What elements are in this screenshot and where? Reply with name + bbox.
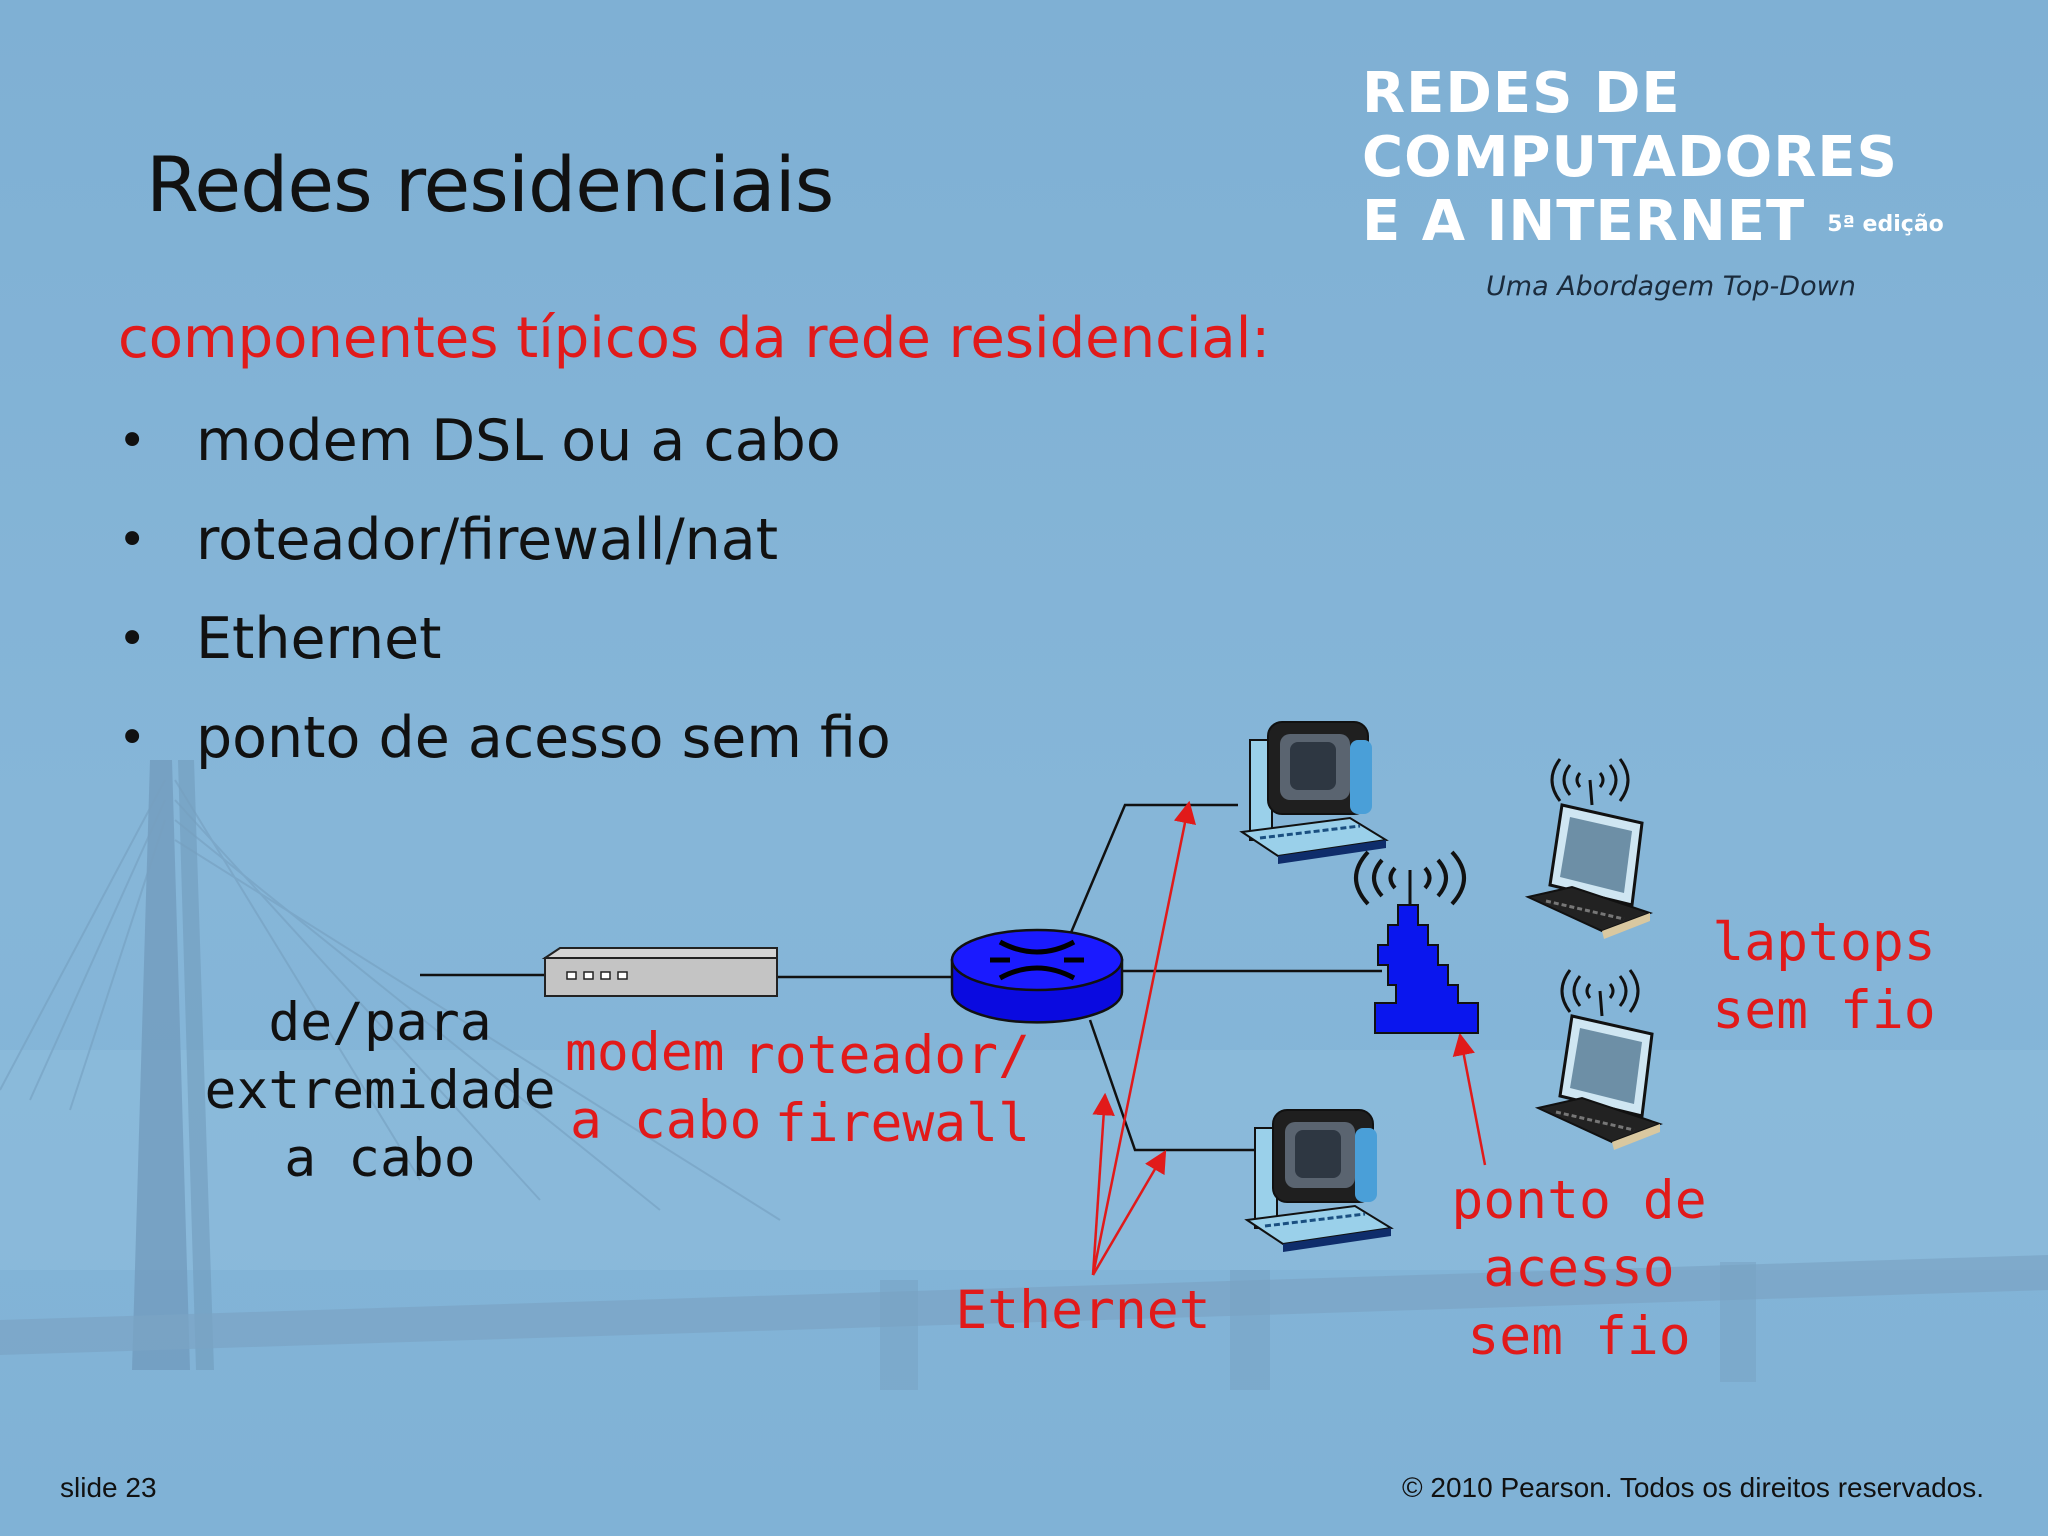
desktop-computer-icon <box>1239 721 1389 864</box>
ethernet-arrow-2 <box>1091 1092 1115 1276</box>
laptop-icon <box>1524 758 1653 939</box>
ethernet-label: Ethernet <box>955 1280 1210 1341</box>
ethernet-arrow-1 <box>1091 800 1196 1276</box>
ap-label-line-2: acesso <box>1483 1238 1674 1299</box>
list-item-text: Ethernet <box>196 606 442 672</box>
ethernet-arrow-3 <box>1091 1150 1167 1276</box>
ap-arrow <box>1452 1032 1487 1166</box>
logo-subtitle: Uma Abordagem Top-Down <box>1486 270 1856 302</box>
list-item: • modem DSL ou a cabo <box>118 392 891 491</box>
bullet-icon: • <box>118 512 147 568</box>
list-item-text: ponto de acesso sem fio <box>196 705 891 771</box>
logo-edition: 5ª edição <box>1827 211 1944 237</box>
cable-label-line-3: a cabo <box>284 1128 475 1189</box>
list-item: • ponto de acesso sem fio <box>118 689 891 788</box>
network-links <box>420 803 1382 1152</box>
desktop-computer-icon <box>1244 1109 1394 1252</box>
cable-modem-icon <box>541 947 778 997</box>
copyright-notice: © 2010 Pearson. Todos os direitos reserv… <box>1402 1472 1984 1503</box>
bullet-icon: • <box>118 710 147 766</box>
wireless-access-point-icon <box>1354 850 1479 1034</box>
slide-number: slide 23 <box>60 1472 157 1503</box>
logo-line-3: E A INTERNET 5ª edição <box>1362 190 2002 257</box>
diagram-labels: de/para extremidade a cabo modem a cabo … <box>205 912 1936 1367</box>
list-item-text: roteador/firewall/nat <box>196 507 779 573</box>
laptops-label-line-1: laptops <box>1712 912 1935 973</box>
bullet-icon: • <box>118 413 147 469</box>
book-logo: REDES DE COMPUTADORES E A INTERNET 5ª edi… <box>1362 62 2002 302</box>
modem-label-line-1: modem <box>565 1022 725 1083</box>
laptop-icon <box>1534 969 1663 1150</box>
bullet-icon: • <box>118 611 147 667</box>
router-pc2-link <box>1088 1019 1255 1152</box>
router-label-line-1: roteador/ <box>743 1025 1030 1086</box>
cable-label-line-2: extremidade <box>205 1060 556 1121</box>
cable-label-line-1: de/para <box>268 992 491 1053</box>
list-item: • roteador/firewall/nat <box>118 491 891 590</box>
router-pc1-link <box>1068 803 1238 936</box>
section-subtitle: componentes típicos da rede residencial: <box>118 306 1271 371</box>
logo-line-2: COMPUTADORES <box>1362 125 1898 190</box>
router-label-line-2: firewall <box>775 1093 1030 1154</box>
list-item: • Ethernet <box>118 590 891 689</box>
logo-line-3-text: E A INTERNET <box>1362 189 1806 254</box>
ap-label-line-1: ponto de <box>1451 1170 1706 1231</box>
component-list: • modem DSL ou a cabo • roteador/firewall/… <box>118 392 891 788</box>
list-item-text: modem DSL ou a cabo <box>196 408 841 474</box>
modem-label-line-2: a cabo <box>570 1090 761 1151</box>
ap-label-line-3: sem fio <box>1467 1306 1690 1367</box>
laptops-label-line-2: sem fio <box>1712 980 1935 1041</box>
router-icon <box>950 928 1124 1024</box>
logo-line-1: REDES DE <box>1362 61 1681 126</box>
annotation-arrows <box>1091 800 1487 1276</box>
slide-title: Redes residenciais <box>146 140 834 229</box>
